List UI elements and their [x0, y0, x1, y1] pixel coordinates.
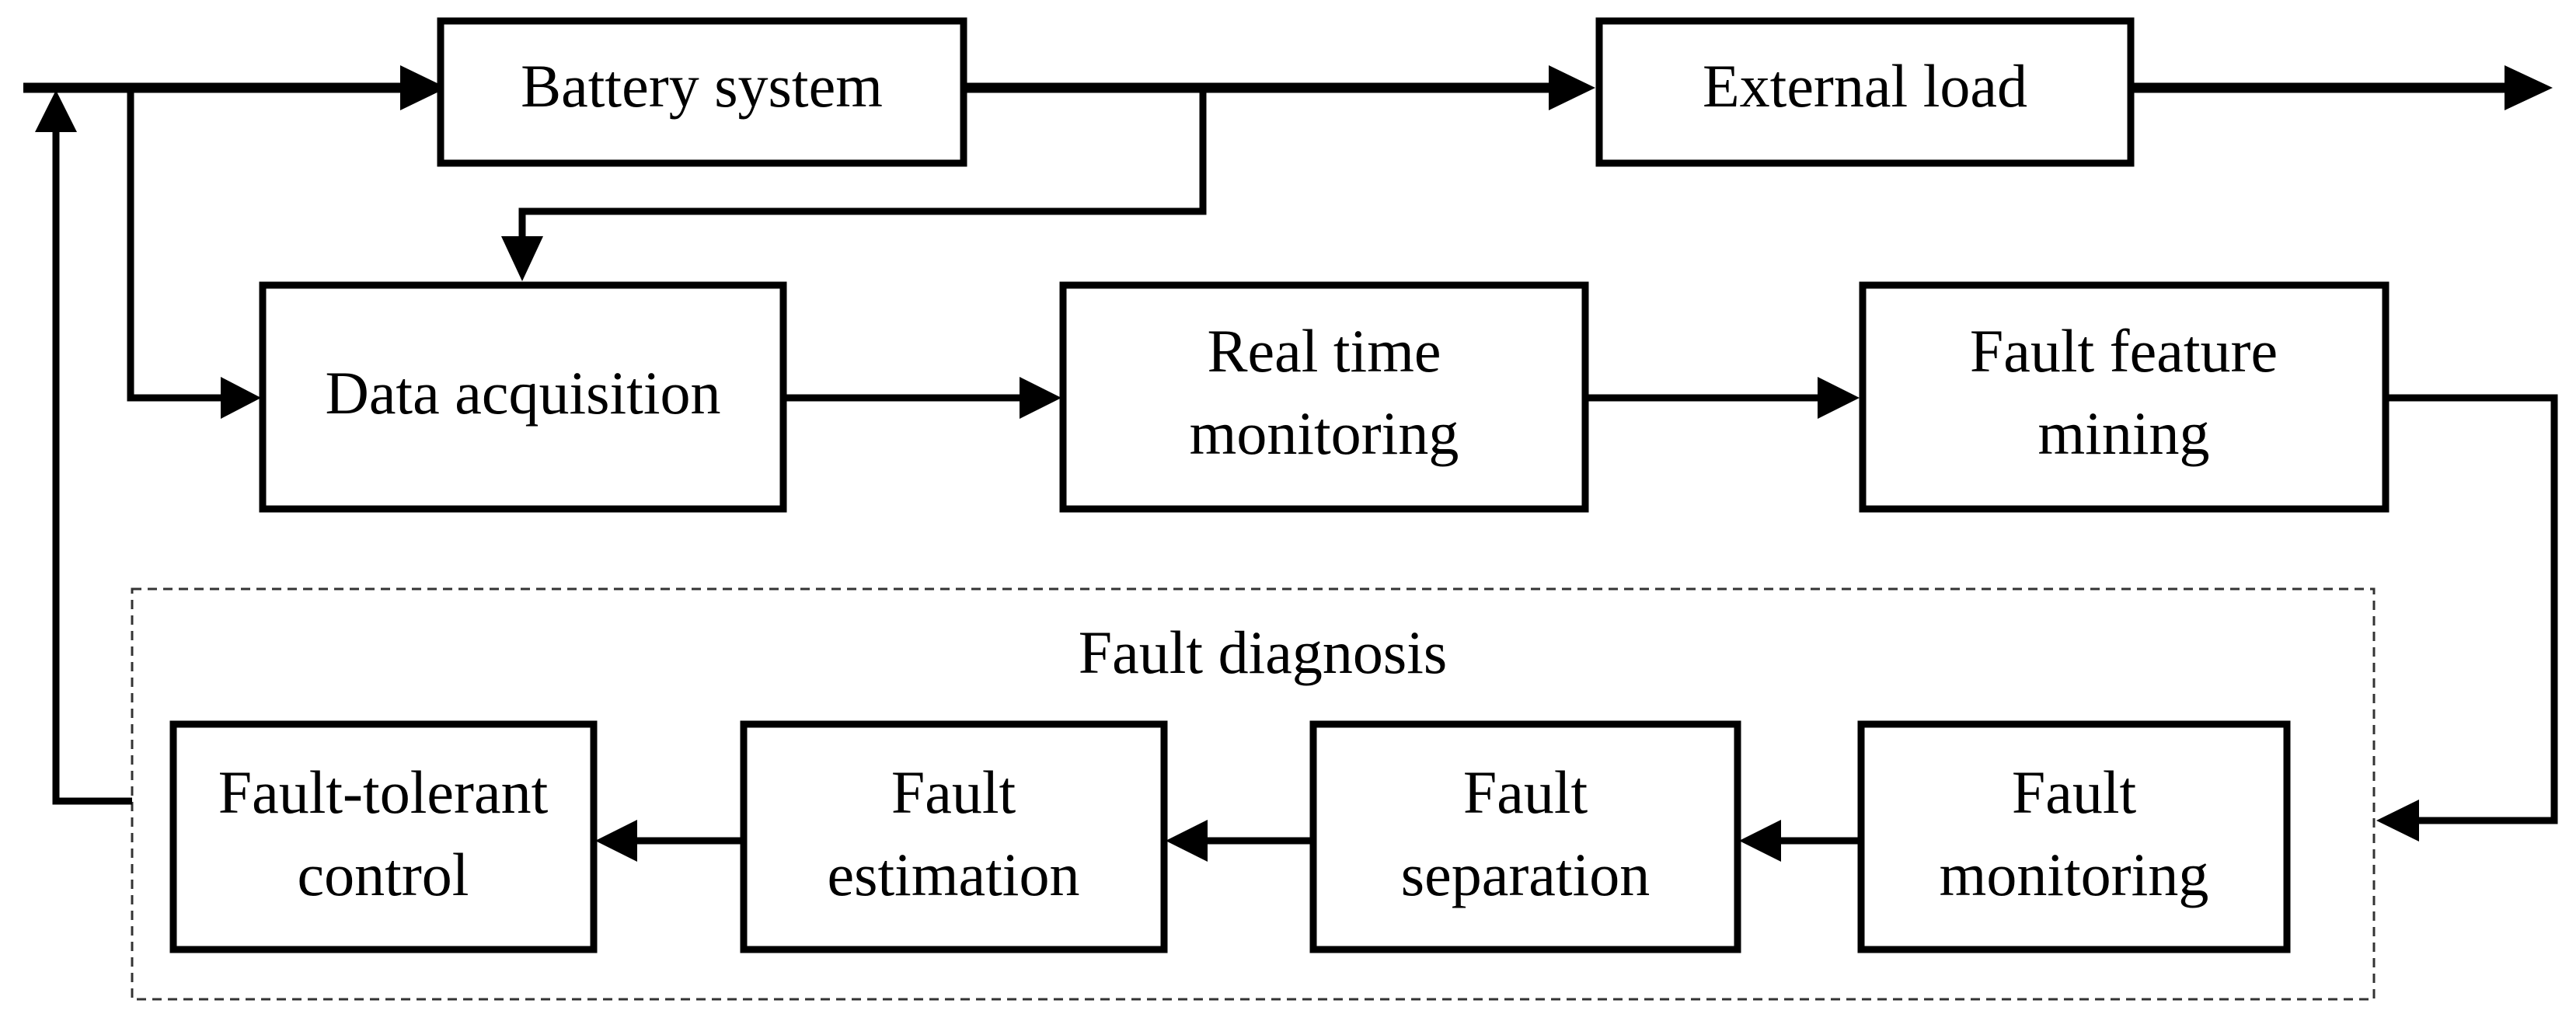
- node-fault-tolerant-control-label-line-2: control: [298, 841, 469, 908]
- node-fault-feature-mining: Fault feature mining: [1859, 281, 2390, 513]
- edge-fault-feature-mining-to-fault-diagnosis: [2376, 394, 2558, 842]
- edge-battery-system-to-data-acquisition: [501, 88, 1207, 281]
- edge-battery-system-to-external-load: [964, 65, 1595, 110]
- node-fault-feature-mining-label-line-1: Fault feature: [1970, 317, 2278, 385]
- node-external-load-label: External load: [1703, 52, 2027, 120]
- node-fault-monitoring-label-line-1: Fault: [2012, 758, 2137, 826]
- edge-external-load-to-output: [2131, 65, 2553, 110]
- node-external-load: External load: [1595, 17, 2135, 167]
- node-real-time-monitoring-label-line-1: Real time: [1207, 317, 1441, 385]
- fault-diagnosis-group-frame: [131, 587, 2376, 1001]
- edge-fault-monitoring-to-fault-separation: [1739, 820, 1861, 862]
- node-fault-monitoring: Fault monitoring: [1857, 720, 2291, 953]
- edge-input-to-data-acquisition: [127, 88, 261, 419]
- node-fault-separation-label-line-2: separation: [1401, 841, 1651, 908]
- node-battery-system-label: Battery system: [521, 52, 883, 120]
- node-battery-system: Battery system: [437, 17, 967, 167]
- node-fault-separation: Fault separation: [1309, 720, 1741, 953]
- node-real-time-monitoring: Real time monitoring: [1059, 281, 1589, 513]
- node-fault-tolerant-control-label-line-1: Fault-tolerant: [218, 758, 549, 826]
- edge-data-acquisition-to-real-time-monitoring: [783, 377, 1061, 419]
- node-data-acquisition: Data acquisition: [259, 281, 787, 513]
- node-real-time-monitoring-label-line-2: monitoring: [1190, 399, 1459, 467]
- node-data-acquisition-label: Data acquisition: [325, 359, 720, 427]
- edge-fault-estimation-to-fault-tolerant-control: [595, 820, 744, 862]
- edge-real-time-monitoring-to-fault-feature-mining: [1585, 377, 1860, 419]
- node-fault-estimation-label-line-2: estimation: [828, 841, 1080, 908]
- node-fault-estimation: Fault estimation: [740, 720, 1168, 953]
- node-fault-feature-mining-label-line-2: mining: [2037, 399, 2209, 467]
- node-fault-estimation-label-line-1: Fault: [891, 758, 1016, 826]
- node-fault-monitoring-label-line-2: monitoring: [1940, 841, 2209, 908]
- edge-fault-separation-to-fault-estimation: [1166, 820, 1313, 862]
- edge-input-to-battery-system: [23, 65, 447, 110]
- fault-diagnosis-group-label: Fault diagnosis: [1079, 619, 1448, 686]
- edge-fault-diagnosis-to-input: [35, 90, 132, 805]
- node-fault-tolerant-control: Fault-tolerant control: [169, 720, 598, 953]
- node-fault-separation-label-line-1: Fault: [1463, 758, 1588, 826]
